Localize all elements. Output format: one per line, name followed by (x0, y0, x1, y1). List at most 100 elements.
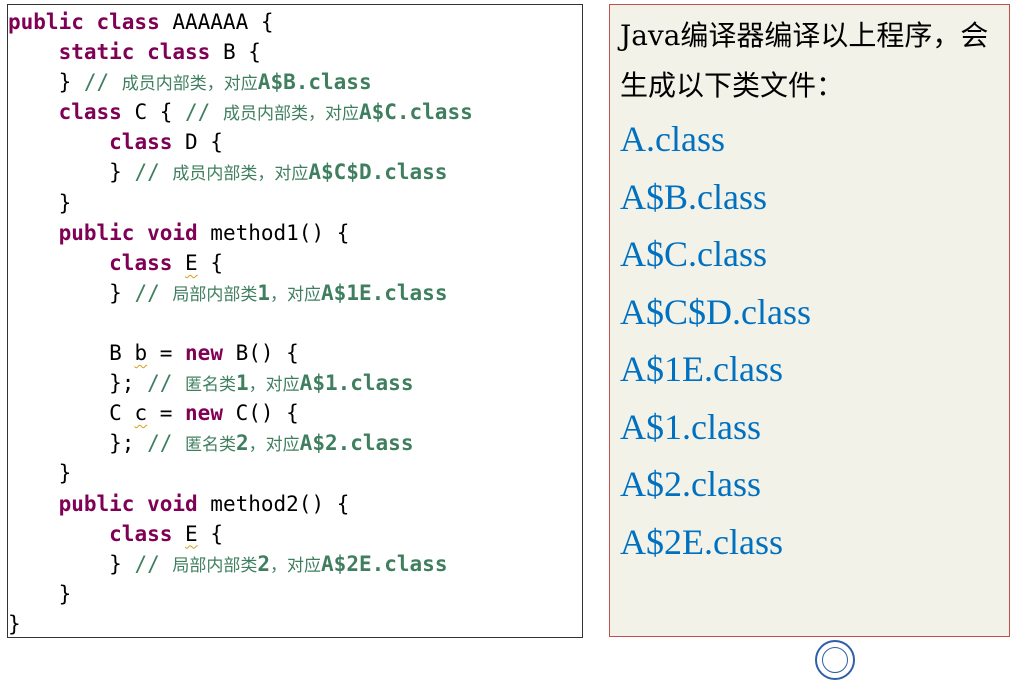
code-token: b (134, 341, 148, 366)
code-token (8, 251, 109, 275)
code-token: } (8, 611, 21, 636)
code-token: c (134, 401, 148, 426)
university-seal-icon (815, 640, 855, 680)
code-token (8, 221, 59, 245)
code-token: static class (58, 40, 211, 65)
code-token (8, 130, 109, 154)
code-token: // (134, 160, 173, 185)
code-token: class (109, 250, 173, 275)
class-file-item: A$B.class (620, 176, 767, 217)
code-token: method2() { (197, 491, 350, 516)
code-token: }; (8, 371, 148, 396)
class-file-item: A.class (620, 119, 725, 159)
code-token: { (197, 250, 223, 275)
code-token: C { (121, 100, 186, 125)
code-line: } (8, 458, 582, 488)
code-token: 2 (236, 431, 249, 456)
code-token: public class (8, 10, 160, 34)
code-line: public void method1() { (8, 218, 582, 248)
code-token: 局部内部类 (172, 555, 258, 576)
code-line: static class B { (8, 37, 582, 67)
code-line: class D { (8, 127, 582, 157)
code-token: D { (172, 130, 223, 155)
code-token: A$C$D.class (308, 160, 448, 185)
code-token: class (109, 130, 173, 155)
code-token: class (58, 100, 122, 125)
code-token: // (134, 280, 173, 305)
code-token: ，对应 (270, 555, 322, 576)
code-token: new (185, 341, 223, 366)
code-line: class E { (8, 248, 582, 278)
code-line: B b = new B() { (8, 338, 582, 368)
code-token: } (8, 551, 135, 576)
code-line: } (8, 609, 582, 639)
code-token: }; (8, 431, 148, 456)
output-description: Java编译器编译以上程序，会生成以下类文件： (620, 19, 989, 102)
code-line: }; // 匿名类1，对应A$1.class (8, 368, 582, 398)
code-panel: public class AAAAAA { static class B { }… (7, 4, 583, 638)
code-block: public class AAAAAA { static class B { }… (8, 7, 582, 639)
code-token: } (8, 280, 135, 305)
code-token: 1 (257, 280, 271, 305)
code-token: // (147, 371, 186, 396)
code-line: } // 局部内部类1，对应A$1E.class (8, 278, 582, 308)
code-token: } (8, 190, 72, 215)
code-token: E (185, 250, 198, 275)
code-line: public class AAAAAA { (8, 7, 582, 37)
code-line: class E { (8, 519, 582, 549)
code-line: C c = new C() { (8, 398, 582, 428)
code-line: } // 局部内部类2，对应A$2E.class (8, 549, 582, 579)
class-file-item: A$2E.class (620, 521, 783, 562)
code-token: // (134, 551, 173, 576)
code-token: 匿名类 (185, 435, 237, 456)
code-token: method1() { (197, 220, 350, 245)
code-token: } (8, 461, 72, 486)
code-line: } (8, 188, 582, 218)
code-token: A$1.class (299, 371, 414, 396)
code-line: }; // 匿名类2，对应A$2.class (8, 428, 582, 458)
code-line (8, 308, 582, 338)
code-token: // (185, 100, 223, 125)
code-token: ，对应 (248, 375, 300, 396)
code-token: B() { (222, 341, 299, 366)
code-token: 成员内部类，对应 (222, 104, 359, 125)
code-token: A$B.class (257, 70, 372, 95)
code-token: } (8, 160, 135, 185)
code-token: // (147, 431, 186, 456)
code-token: } (8, 70, 84, 95)
code-token: A$1E.class (321, 280, 448, 305)
code-line: } (8, 579, 582, 609)
code-token: 成员内部类，对应 (121, 74, 258, 95)
class-file-item: A$2.class (620, 464, 761, 504)
code-token: public void (58, 220, 198, 245)
code-token: C (8, 401, 135, 426)
code-token: AAAAAA { (159, 10, 274, 34)
class-file-item: A$1.class (620, 406, 761, 447)
code-token: B { (210, 40, 261, 65)
code-token: A$C.class (358, 100, 473, 125)
code-token (172, 251, 185, 275)
code-token: // (83, 70, 122, 95)
code-token: E (185, 521, 198, 546)
code-token: 2 (257, 551, 271, 576)
code-token: 局部内部类 (172, 284, 258, 305)
code-token: class (109, 521, 173, 546)
class-file-item: A$C.class (620, 234, 767, 274)
class-file-item: A$1E.class (620, 349, 783, 389)
code-line: class C { // 成员内部类，对应A$C.class (8, 97, 582, 127)
code-token: 1 (236, 371, 249, 396)
code-token: public void (58, 491, 198, 516)
code-token (8, 100, 59, 124)
code-token (8, 522, 109, 546)
code-token: A$2E.class (321, 551, 448, 576)
code-line: } // 成员内部类，对应A$C$D.class (8, 157, 582, 187)
code-line: } // 成员内部类，对应A$B.class (8, 67, 582, 97)
code-token: new (185, 401, 223, 426)
code-token (8, 492, 59, 516)
code-token: } (8, 581, 72, 606)
code-token: = (147, 401, 186, 426)
code-token: ，对应 (248, 435, 300, 456)
code-token (172, 522, 185, 546)
